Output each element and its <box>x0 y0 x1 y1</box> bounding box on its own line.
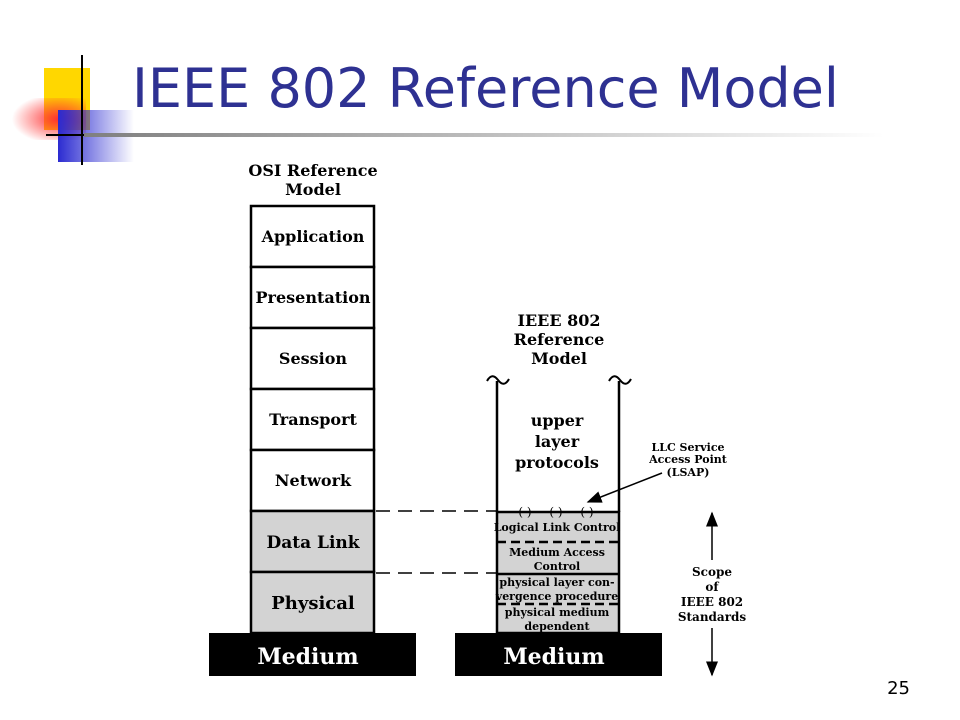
osi-layer-presentation-label: Presentation <box>256 288 371 307</box>
ieee-mac-line2: Control <box>534 560 580 573</box>
lsap-point-2: ( ) <box>549 505 562 519</box>
ieee-plcp-line2: vergence procedure <box>495 590 618 603</box>
title-underline <box>84 133 884 137</box>
ieee-pmd-line1: physical medium <box>505 606 610 619</box>
osi-medium-label: Medium <box>257 644 358 670</box>
ieee-llc-label: Logical Link Control <box>494 521 621 534</box>
lsap-point-3: ( ) <box>580 505 593 519</box>
osi-layer-network <box>249 448 376 513</box>
ieee-header-line1: IEEE 802 <box>517 311 600 330</box>
slide-title: IEEE 802 Reference Model <box>132 57 839 120</box>
osi-header-line2: Model <box>285 180 341 199</box>
osi-layer-data-link <box>249 509 376 574</box>
osi-layer-transport <box>249 387 376 452</box>
ieee-header-line2: Reference <box>514 330 605 349</box>
page-number: 25 <box>887 678 910 699</box>
ieee-medium-bar <box>455 633 662 676</box>
ieee-medium-label: Medium <box>503 644 604 670</box>
ieee-upper-line3: protocols <box>515 453 599 472</box>
ieee-upper-line1: upper <box>531 411 584 430</box>
osi-layer-data-link-label: Data Link <box>266 533 360 553</box>
scope-line3: IEEE 802 <box>681 595 743 609</box>
scope-line1: Scope <box>692 565 732 579</box>
ieee-upper-line2: layer <box>535 432 580 451</box>
osi-layer-session <box>249 326 376 391</box>
ieee-left-tilde <box>486 375 510 385</box>
osi-layer-application-label: Application <box>261 227 365 246</box>
osi-layer-network-label: Network <box>275 471 352 490</box>
osi-layer-session-label: Session <box>279 349 348 368</box>
scope-line4: Standards <box>678 610 747 624</box>
lsap-line3: (LSAP) <box>667 466 710 479</box>
ieee-pmd-line2: dependent <box>524 620 590 633</box>
osi-medium-bar <box>209 633 416 676</box>
lsap-line1: LLC Service <box>651 441 724 454</box>
ieee-lower-stack <box>495 510 621 635</box>
osi-layer-application <box>249 204 376 269</box>
ieee-right-tilde <box>608 375 632 385</box>
scope-line2: of <box>705 580 719 594</box>
ieee-plcp-line1: physical layer con- <box>499 576 614 589</box>
osi-header-line1: OSI Reference <box>248 161 377 180</box>
lsap-point-1: ( ) <box>518 505 531 519</box>
lsap-line2: Access Point <box>648 453 728 466</box>
osi-layer-physical-label: Physical <box>271 593 355 614</box>
ieee-header-line3: Model <box>531 349 587 368</box>
osi-layer-transport-label: Transport <box>269 410 357 429</box>
lsap-arrow <box>586 472 663 503</box>
ieee-mac-line1: Medium Access <box>509 546 605 559</box>
